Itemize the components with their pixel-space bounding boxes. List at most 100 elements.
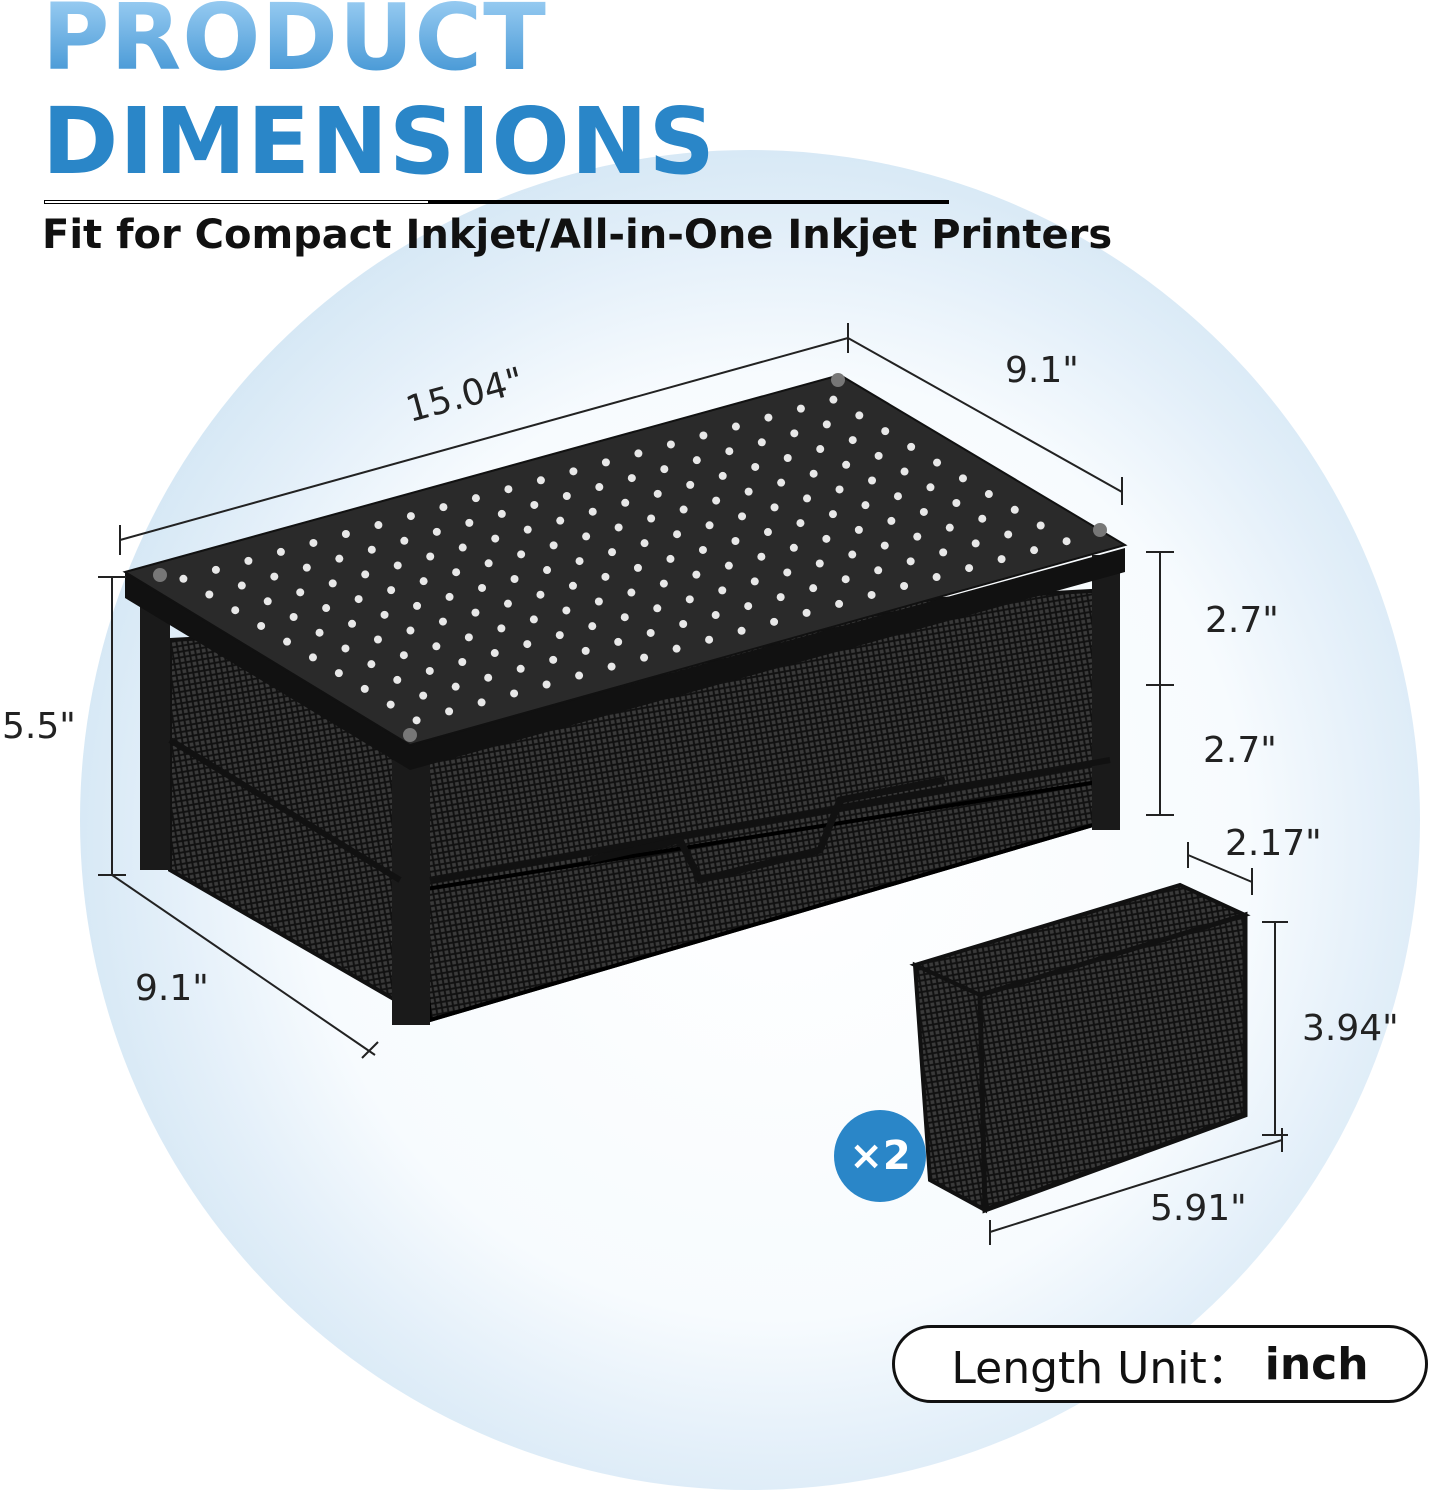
perforation-hole [458,543,467,552]
stand-depth-top-label: 9.1" [1005,350,1079,391]
perforation-hole [815,559,824,568]
perforation-hole [205,590,214,599]
organizer-width-label: 2.17" [1225,823,1322,864]
perforation-hole [971,539,980,548]
perforation-hole [308,653,317,662]
perforation-hole [373,635,382,644]
perforation-hole [341,644,350,653]
perforation-hole [666,440,675,449]
perforation-hole [672,644,681,653]
perforation-hole [751,462,760,471]
perforation-hole [692,456,701,465]
perforation-hole [393,675,402,684]
pen-organizer [909,882,1251,1214]
perforation-hole [601,572,610,581]
perforation-hole [263,597,272,606]
perforation-hole [822,420,831,429]
perforation-hole [1030,546,1039,555]
product-illustration [98,323,1288,1245]
perforation-hole [334,669,343,678]
perforation-hole [588,622,597,631]
perforation-hole [386,700,395,709]
length-unit-value: inch [1264,1338,1369,1390]
perforation-hole [614,637,623,646]
perforation-hole [757,438,766,447]
perforation-hole [451,682,460,691]
perforation-hole [367,545,376,554]
perforation-hole [490,649,499,658]
perforation-hole [399,651,408,660]
perforation-hole [828,510,837,519]
perforation-hole [244,556,253,565]
perforation-hole [478,583,487,592]
perforation-hole [880,541,889,550]
perforation-hole [464,633,473,642]
perforation-hole [679,620,688,628]
perforation-hole [387,586,396,595]
perforation-hole [296,588,305,597]
perforation-hole [705,635,714,644]
perforation-hole [711,611,720,620]
perforation-hole [556,516,565,525]
perforation-hole [686,480,695,489]
perforation-hole [491,534,500,543]
perforation-hole [458,658,467,666]
perforation-hole [517,550,526,559]
perforation-hole [361,570,370,579]
perforation-hole [555,631,564,640]
perforation-hole [646,628,655,637]
perforation-hole [842,460,851,469]
perforation-hole [582,532,591,541]
perforation-hole [783,454,792,462]
perforation-hole [504,485,513,494]
perforation-hole [763,528,772,537]
perforation-hole [393,561,402,570]
perforation-hole [783,568,792,577]
quantity-badge: ×2 [834,1110,926,1202]
perforation-hole [718,471,727,480]
perforation-hole [523,640,532,649]
perforation-hole [627,588,636,597]
perforation-hole [835,599,844,608]
perforation-hole [809,469,818,478]
perforation-hole [770,617,779,626]
perforation-hole [503,599,512,608]
perforation-hole [211,565,220,574]
perforation-hole [933,458,942,467]
perforation-hole [718,586,727,595]
perforation-hole [887,516,896,525]
perforation-hole [965,564,974,573]
perforation-hole [529,615,538,624]
perforation-hole [803,494,812,503]
perforation-hole [406,626,415,635]
perforation-hole [419,691,428,700]
perforation-hole [725,447,734,456]
perforation-hole [1062,537,1071,546]
perforation-hole [906,557,915,566]
perforation-hole [322,604,331,613]
perforation-hole [790,429,799,438]
perforation-hole [900,467,909,476]
perforation-hole [614,523,623,532]
perforation-hole [335,554,344,563]
perforation-hole [660,465,669,474]
perforation-hole [471,608,480,617]
perforation-hole [231,606,240,615]
perforation-hole [621,498,630,507]
perforation-hole [562,492,571,500]
perforation-hole [770,503,779,512]
perforation-hole [1010,505,1019,514]
perforation-hole [698,545,707,554]
perforation-hole [465,518,474,527]
perforation-hole [1004,530,1013,539]
perforation-hole [939,548,948,557]
perforation-hole [738,512,747,521]
perforation-hole [425,666,434,675]
perforation-hole [607,662,616,671]
perforation-hole [997,555,1006,564]
perforation-hole [530,500,539,509]
perforation-hole [374,521,383,530]
perforation-hole [270,572,279,581]
lower-tier-height-label: 2.7" [1203,730,1277,771]
perforation-hole [360,684,369,693]
